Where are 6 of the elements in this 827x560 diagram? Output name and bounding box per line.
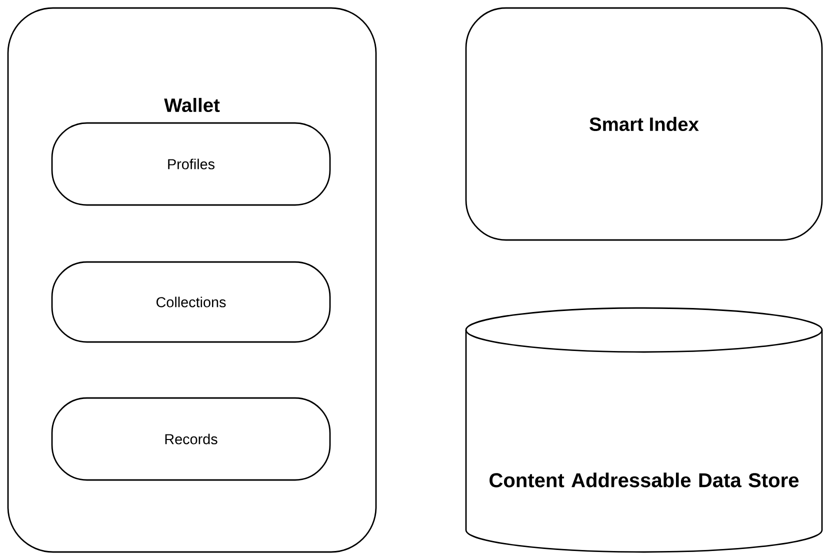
database-cylinder: Content Addressable Data Store (465, 307, 823, 553)
node-label: Content Addressable Data Store (490, 472, 799, 488)
rounded-box: Collections (51, 261, 331, 343)
rounded-box: Smart Index (465, 7, 823, 241)
rounded-box: Records (51, 397, 331, 481)
rounded-box: Profiles (51, 122, 331, 206)
